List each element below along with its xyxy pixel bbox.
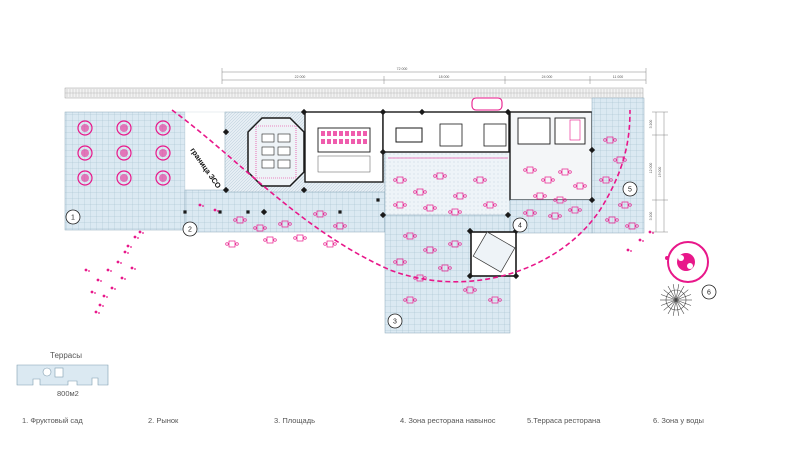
legend-item-square: 3. Площадь — [274, 416, 315, 425]
legend-item-market: 2. Рынок — [148, 416, 179, 425]
legend-item-takeaway: 4. Зона ресторана навынос — [400, 416, 496, 425]
water-zone — [665, 241, 709, 283]
sanitary-boundary-line — [171, 109, 631, 283]
zone-marker-5: 5 — [622, 181, 638, 197]
orchard-trees — [77, 120, 171, 186]
hall-inner-block — [317, 127, 371, 153]
restaurant-table-long — [569, 119, 581, 141]
dimension-seg4: 11 000 — [613, 75, 623, 79]
legend-item-waterside: 6. Зона у воды — [653, 416, 704, 425]
kitchen-room — [439, 123, 463, 147]
zone-marker-3: 3 — [387, 313, 403, 329]
takeaway-kiosk — [472, 231, 516, 273]
svg-text:5: 5 — [628, 187, 632, 194]
zone-marker-6: 6 — [701, 284, 717, 300]
legend-item-terrace: 5.Терраса ресторана — [527, 416, 601, 425]
tree-icon — [116, 145, 132, 161]
car-icon — [471, 97, 503, 111]
furniture — [225, 136, 639, 304]
hall-seats — [321, 131, 367, 144]
tree-icon — [155, 145, 171, 161]
pavilion-stalls — [261, 133, 291, 169]
dimension-seg1: 22 000 — [295, 75, 306, 79]
svg-text:6: 6 — [707, 290, 711, 297]
kitchen-block — [395, 127, 423, 143]
railing-ticks — [66, 89, 641, 97]
dimension-side4: 3 200 — [649, 212, 653, 221]
dimension-total: 72 000 — [397, 67, 408, 71]
restaurant-terrace — [591, 97, 645, 234]
zone-marker-4: 4 — [512, 217, 528, 233]
dimension-side2: 12 000 — [649, 163, 653, 174]
terraces-area: 800м2 — [57, 389, 79, 398]
svg-text:1: 1 — [71, 215, 75, 222]
svg-text:3: 3 — [393, 319, 397, 326]
tree-icon — [77, 170, 93, 186]
tree-icon — [155, 120, 171, 136]
hall-counter — [317, 155, 371, 173]
restaurant-kitchen — [517, 117, 551, 145]
pavilion-inner — [255, 125, 297, 179]
dimension-side3: 19 000 — [658, 167, 662, 178]
railing-strip — [64, 87, 644, 99]
svg-text:4: 4 — [518, 223, 522, 230]
svg-text:2: 2 — [188, 227, 192, 234]
tree-icon — [77, 145, 93, 161]
right-dimension-lines — [652, 111, 668, 233]
octagon-pavilion — [247, 117, 305, 187]
tree-icon — [116, 120, 132, 136]
top-dimension-lines — [221, 68, 647, 84]
dimension-side1: 3 200 — [649, 120, 653, 129]
dimension-seg3: 24 000 — [542, 75, 553, 79]
terraces-mini-plan — [16, 364, 109, 386]
tree-icon — [155, 170, 171, 186]
terraces-title: Террасы — [50, 351, 82, 360]
dimension-seg2: 18 000 — [439, 75, 450, 79]
legend-item-orchard: 1. Фруктовый сад — [22, 416, 83, 425]
zone-marker-1: 1 — [65, 209, 81, 225]
tree-icon — [77, 120, 93, 136]
zone-marker-2: 2 — [182, 221, 198, 237]
tree-icon — [660, 284, 692, 316]
water-ring — [667, 241, 709, 283]
tree-icon — [116, 170, 132, 186]
wc-room — [483, 123, 507, 147]
scatter-marks — [84, 203, 654, 314]
